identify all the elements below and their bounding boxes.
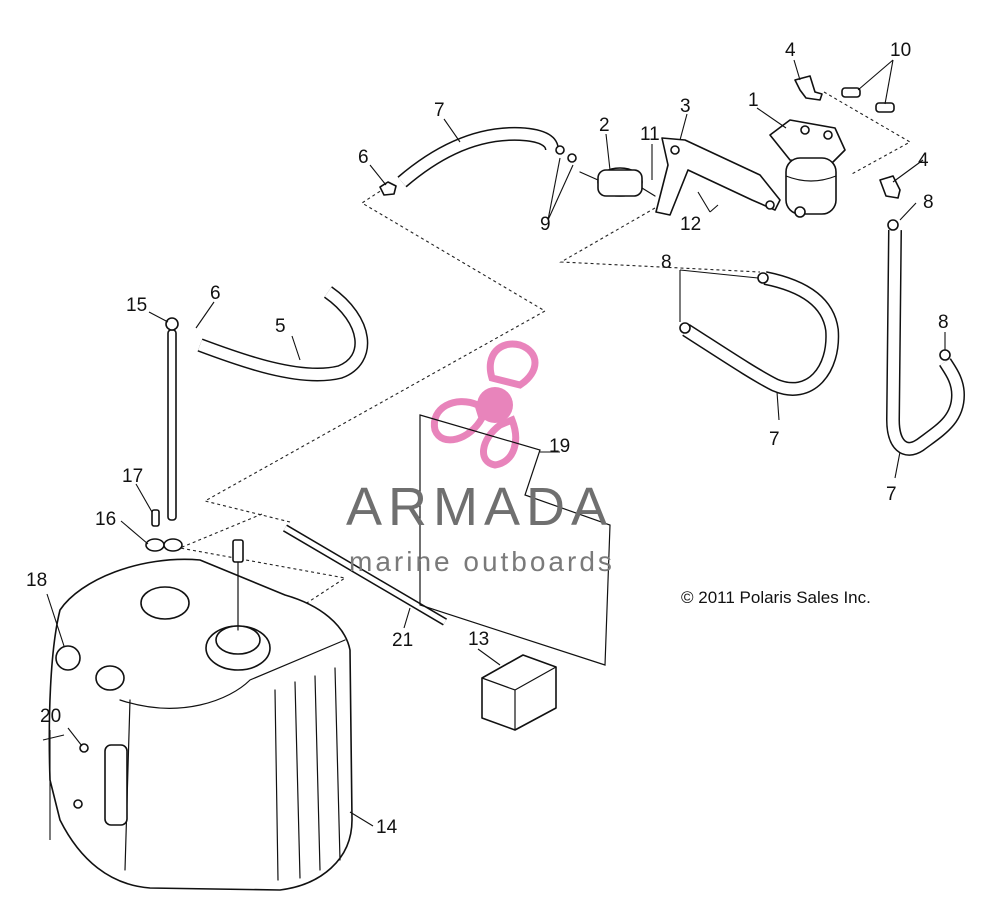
watermark-brand-name: ARMADA xyxy=(346,477,614,537)
callout-15: 15 xyxy=(126,295,147,316)
fuel-hose-middle xyxy=(682,271,840,396)
leader-lines xyxy=(42,59,946,840)
callout-17: 17 xyxy=(122,466,143,487)
callout-1: 1 xyxy=(748,90,759,111)
callout-4-top: 4 xyxy=(785,40,796,61)
callout-7-top: 7 xyxy=(434,100,445,121)
callout-18: 18 xyxy=(26,570,47,591)
mounting-bracket xyxy=(655,137,781,216)
copyright-notice: © 2011 Polaris Sales Inc. xyxy=(681,588,871,607)
storage-box xyxy=(481,654,557,731)
armada-logo-icon xyxy=(430,340,539,469)
callout-20: 20 xyxy=(40,706,61,727)
vent-tube xyxy=(282,524,448,626)
fuel-hose-right xyxy=(885,229,966,456)
callout-5: 5 xyxy=(275,316,286,337)
fuel-tank xyxy=(48,539,353,891)
fuel-hose-top xyxy=(397,126,559,188)
callout-8-top-right: 8 xyxy=(923,192,934,213)
grommet xyxy=(145,509,183,552)
callout-8-right: 8 xyxy=(938,312,949,333)
callout-21: 21 xyxy=(392,630,413,651)
callout-7-middle: 7 xyxy=(769,429,780,450)
pickup-tube xyxy=(165,317,179,521)
fuel-pump xyxy=(579,167,656,197)
assembly-guide-lines xyxy=(178,91,912,615)
callout-16: 16 xyxy=(95,509,116,530)
callout-8-left: 8 xyxy=(661,252,672,273)
fuel-filter-assembly xyxy=(769,119,846,218)
callout-19: 19 xyxy=(549,436,570,457)
callout-labels: 1 2 3 4 4 5 6 6 7 7 7 8 8 8 9 10 11 12 1… xyxy=(26,40,949,838)
callout-9: 9 xyxy=(540,214,551,235)
callout-12: 12 xyxy=(680,214,701,235)
elbow-fitting-right xyxy=(879,175,901,199)
hose-clamps-8 xyxy=(679,219,951,361)
callout-6-top: 6 xyxy=(358,147,369,168)
callout-6-left: 6 xyxy=(210,283,221,304)
callout-7-right: 7 xyxy=(886,484,897,505)
callout-13: 13 xyxy=(468,629,489,650)
callout-4-right: 4 xyxy=(918,150,929,171)
watermark-tagline: marine outboards xyxy=(349,546,615,577)
callout-3: 3 xyxy=(680,96,691,117)
callout-11: 11 xyxy=(640,124,660,145)
decal xyxy=(419,414,611,666)
callout-14: 14 xyxy=(376,817,398,838)
elbow-fitting-top xyxy=(794,75,823,101)
callout-2: 2 xyxy=(599,115,610,136)
hose-clamps-small xyxy=(379,145,577,196)
callout-10: 10 xyxy=(890,40,911,61)
fuel-hose-5 xyxy=(197,286,369,382)
